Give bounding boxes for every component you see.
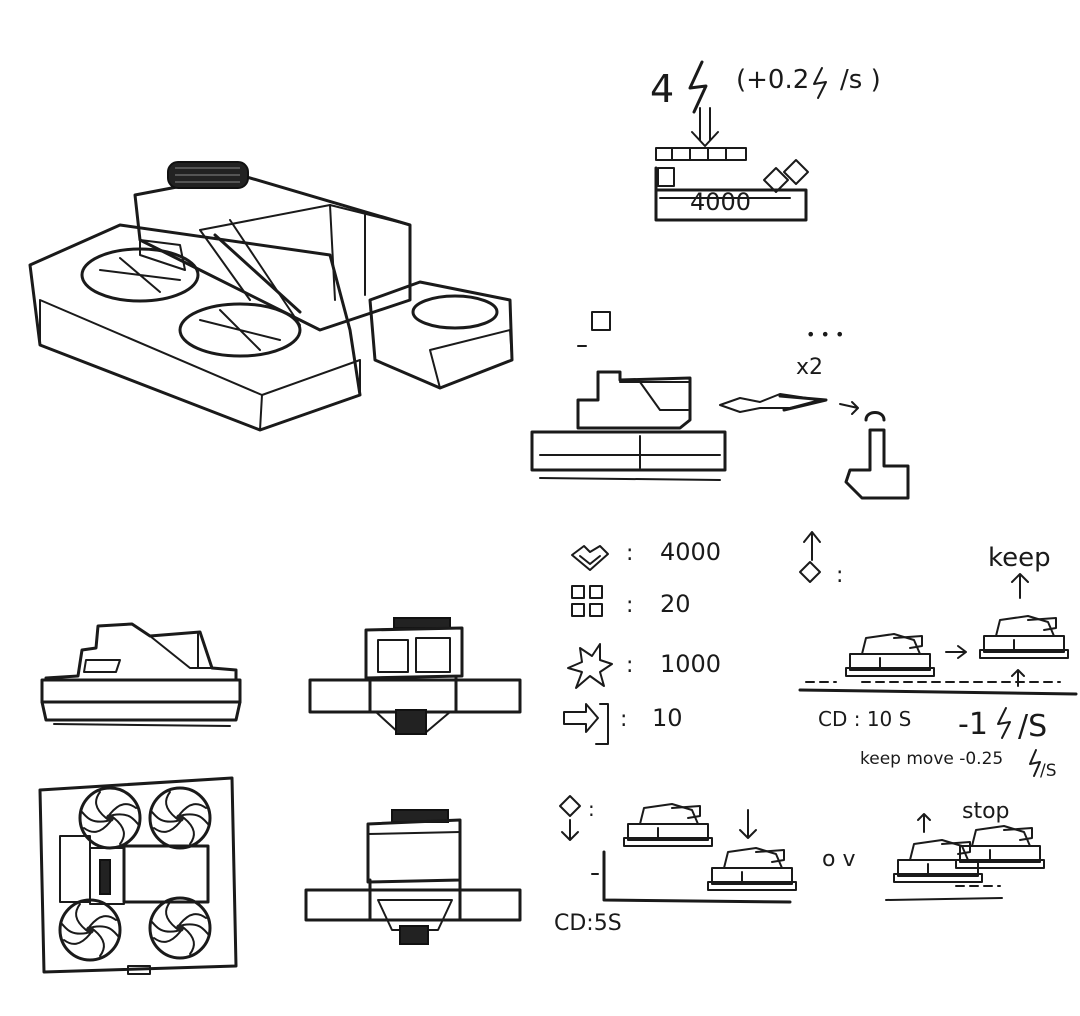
ascend-cd: CD : 10 S <box>818 707 911 731</box>
arrow-right-icon <box>839 401 859 415</box>
stat-sep: : <box>620 707 627 732</box>
fire-dots: • • • <box>806 325 844 344</box>
ascend-ability-drawing: : keep CD : 10 S -1 /S keep move -0.25 /… <box>798 531 1078 781</box>
health-value: 4000 <box>690 188 751 216</box>
keep-move-label: keep move -0.25 <box>860 749 1003 769</box>
descend-sep: : <box>588 797 595 821</box>
ascend-cost-unit: /S <box>1018 709 1047 744</box>
arrow-into-wall-icon <box>563 703 609 745</box>
fire-tap-drawing: • • • x2 <box>530 311 910 500</box>
stat-grid-value: 20 <box>660 590 691 618</box>
lightning-icon <box>813 67 827 99</box>
tank-side-view-drawing <box>40 622 242 727</box>
energy-regen-unit: /s ) <box>840 65 881 95</box>
grid-icon <box>571 585 603 617</box>
energy-amount: 4 <box>650 67 674 111</box>
diamond-icon <box>799 561 821 583</box>
stat-speed-value: 10 <box>652 704 683 732</box>
energy-regen: (+0.2 <box>736 65 809 95</box>
arrow-down-icon <box>561 819 579 841</box>
arrow-up-icon <box>803 531 821 561</box>
star-burst-icon <box>567 643 613 689</box>
tap-finger-icon <box>844 411 910 500</box>
lightning-icon <box>1029 749 1041 777</box>
stat-damage-value: 1000 <box>660 650 721 678</box>
stat-sep: : <box>626 653 633 678</box>
arrow-down-icon <box>739 809 757 839</box>
lightning-icon <box>688 60 708 114</box>
diamond-icon <box>763 159 809 193</box>
stat-health-value: 4000 <box>660 538 721 566</box>
keep-move-unit: /S <box>1040 761 1057 781</box>
fire-multiplier: x2 <box>796 355 823 380</box>
stop-label: stop <box>962 799 1010 824</box>
stats-icons <box>563 545 613 745</box>
tank-front-view-drawing <box>308 617 522 735</box>
hover-tank-3d-drawing <box>28 161 514 432</box>
double-arrow-down-icon <box>691 107 719 147</box>
or-label: o v <box>822 847 855 872</box>
stat-sep: : <box>626 593 633 618</box>
descend-ability-drawing: : CD:5S o v stop <box>554 795 1045 936</box>
tank-rear-view-drawing <box>304 809 522 945</box>
lightning-icon <box>997 707 1011 739</box>
ascend-sep: : <box>836 563 843 588</box>
ascend-cost: -1 <box>958 707 988 742</box>
energy-hud-drawing: 4 (+0.2 /s ) 4000 <box>650 60 881 222</box>
tank-top-view-drawing <box>38 776 238 975</box>
arrow-up-icon <box>1011 573 1029 599</box>
diamond-icon <box>559 795 581 817</box>
arrow-up-icon <box>917 813 931 833</box>
stats-values: : 4000 : 20 : 1000 : 10 <box>620 538 721 732</box>
keep-label: keep <box>988 543 1051 573</box>
heart-icon <box>571 545 609 571</box>
energy-bar <box>655 147 747 161</box>
descend-cd: CD:5S <box>554 911 622 936</box>
stat-sep: : <box>626 541 633 566</box>
